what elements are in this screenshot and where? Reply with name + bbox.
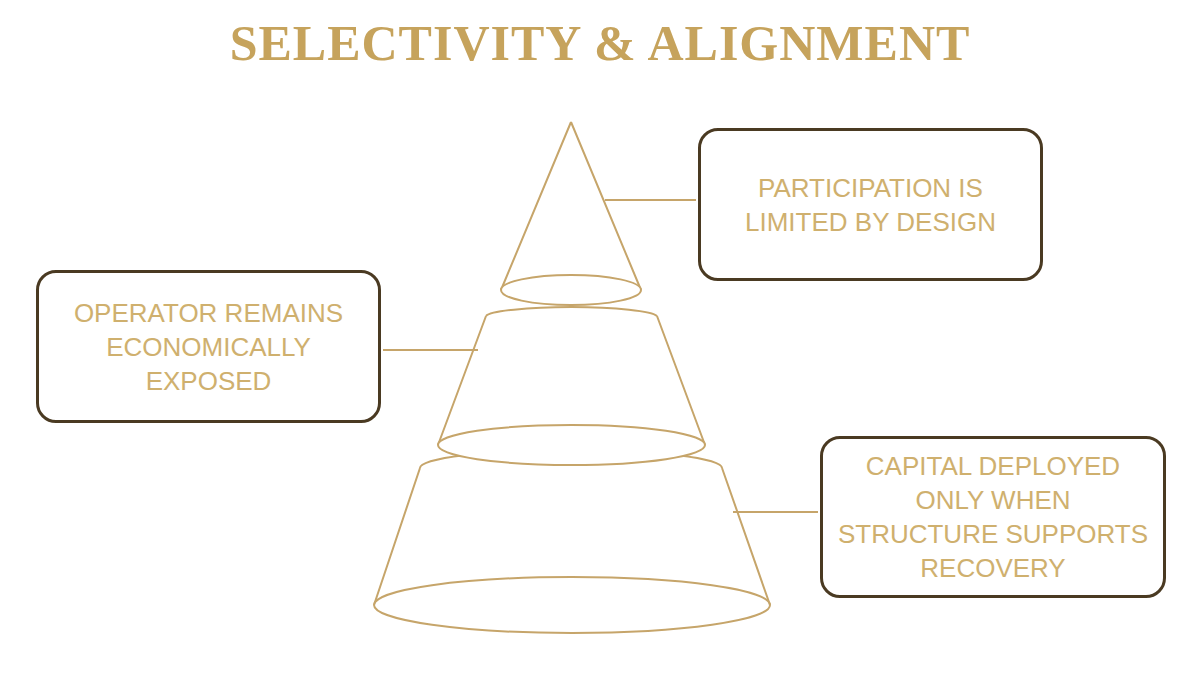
diagram-title: SELECTIVITY & ALIGNMENT	[0, 14, 1200, 72]
cone-band	[501, 275, 641, 305]
callout-box: OPERATOR REMAINS ECONOMICALLY EXPOSED	[36, 270, 381, 423]
callout-text: PARTICIPATION IS LIMITED BY DESIGN	[715, 171, 1026, 239]
cone-rim	[486, 307, 657, 316]
leader-line	[733, 511, 818, 513]
callout-box: PARTICIPATION IS LIMITED BY DESIGN	[698, 128, 1043, 281]
callout-text: OPERATOR REMAINS ECONOMICALLY EXPOSED	[53, 296, 364, 398]
cone-base	[374, 577, 770, 633]
cone-side	[501, 122, 641, 290]
cone-band	[438, 425, 705, 465]
callout-box: CAPITAL DEPLOYED ONLY WHEN STRUCTURE SUP…	[820, 436, 1166, 598]
leader-line	[605, 199, 696, 201]
callout-text: CAPITAL DEPLOYED ONLY WHEN STRUCTURE SUP…	[837, 449, 1149, 585]
leader-line	[383, 349, 478, 351]
